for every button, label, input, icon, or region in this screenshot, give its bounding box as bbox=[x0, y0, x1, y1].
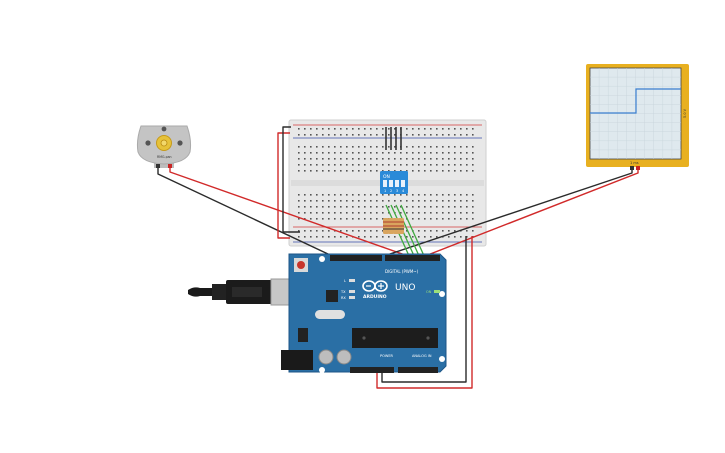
arduino-uno[interactable]: ARDUINO UNO DIGITAL (PWM~) POWER ANALOG … bbox=[188, 253, 447, 373]
wire-red-power bbox=[376, 236, 473, 389]
dip-switch-number-3: 3 bbox=[396, 189, 398, 193]
arduino-analog-label: ANALOG IN bbox=[412, 354, 432, 358]
dc-motor[interactable]: RMG-pan bbox=[136, 125, 192, 168]
wire-black-motor bbox=[157, 167, 346, 263]
dip-switch-number-2: 2 bbox=[390, 189, 392, 193]
oscilloscope-voltage-label: 5.0 V bbox=[683, 108, 687, 118]
oscilloscope[interactable]: 1 ms 5.0 V bbox=[586, 64, 689, 170]
arduino-tx-label: TX bbox=[340, 290, 346, 294]
arduino-power-label: POWER bbox=[380, 354, 394, 358]
wire-black-left-loop bbox=[282, 126, 300, 233]
arduino-l-label: L bbox=[344, 279, 346, 283]
arduino-model-label: UNO bbox=[395, 283, 415, 293]
resistor-array[interactable] bbox=[383, 218, 404, 234]
dip-switch-number-1: 1 bbox=[384, 189, 386, 193]
motor-label: RMG-pan bbox=[157, 155, 172, 159]
dip-switch-on-label: ON bbox=[383, 174, 390, 180]
arduino-rx-label: RX bbox=[341, 296, 346, 300]
oscilloscope-time-label: 1 ms bbox=[630, 161, 639, 165]
arduino-digital-label: DIGITAL (PWM~) bbox=[385, 269, 419, 274]
dip-switch-number-4: 4 bbox=[402, 189, 405, 193]
wire-green-4 bbox=[400, 204, 426, 259]
wire-red-left-loop bbox=[277, 132, 290, 239]
wire-red-motor bbox=[169, 167, 409, 257]
oscilloscope-trace bbox=[590, 88, 681, 114]
arduino-logo-icon bbox=[362, 280, 388, 292]
arduino-brand-label: ARDUINO bbox=[363, 294, 387, 300]
wire-black-power bbox=[381, 236, 467, 383]
dip-switch[interactable]: ON 1 2 3 4 bbox=[380, 171, 408, 194]
wire-green-3 bbox=[395, 204, 421, 259]
arduino-on-label: ON bbox=[426, 290, 432, 294]
